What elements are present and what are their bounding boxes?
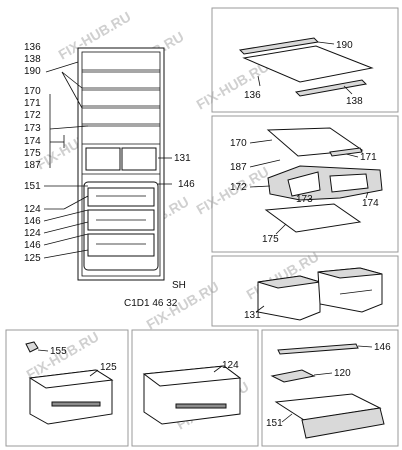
leader-line <box>213 365 223 373</box>
drawer-125 <box>25 341 114 425</box>
callout-125: 125 <box>24 253 41 264</box>
panel-drawer-151 <box>261 329 399 447</box>
crisper-cover-assembly <box>264 127 383 233</box>
leader-line <box>89 369 99 377</box>
callout-170: 170 <box>24 86 41 97</box>
model-code: SH <box>172 280 186 291</box>
leader-line <box>345 153 359 158</box>
callout-138: 138 <box>346 96 363 107</box>
callout-151: 151 <box>266 418 283 429</box>
callout-173: 173 <box>296 194 313 205</box>
callout-146: 146 <box>24 216 41 227</box>
callout-146: 146 <box>24 240 41 251</box>
drawer-handle <box>175 403 227 409</box>
callout-146: 146 <box>374 342 391 353</box>
callout-136: 136 <box>24 42 41 53</box>
leader-line <box>257 75 261 87</box>
leader-line <box>61 71 83 109</box>
leader-line <box>313 372 333 376</box>
shelf-glass <box>238 37 374 97</box>
callout-146: 146 <box>178 179 195 190</box>
leader-line <box>249 159 281 168</box>
diagram-part-number: C1D1 46 32 <box>124 298 178 309</box>
callout-136: 136 <box>244 90 261 101</box>
leader-line <box>317 41 335 45</box>
callout-172: 172 <box>24 110 41 121</box>
frame-insert-right <box>329 173 369 193</box>
drawer-124 <box>142 365 242 425</box>
cover-plate <box>266 127 364 157</box>
crisper-boxes <box>257 267 383 321</box>
leader-line <box>63 195 89 210</box>
drawer-handle <box>51 401 101 407</box>
panel-drawer-125 <box>5 329 129 447</box>
callout-124: 124 <box>222 360 239 371</box>
callout-124: 124 <box>24 204 41 215</box>
crisper-box-left <box>85 147 121 171</box>
leader-line <box>281 413 293 423</box>
callout-171: 171 <box>360 152 377 163</box>
callout-187: 187 <box>230 162 247 173</box>
callout-175: 175 <box>262 234 279 245</box>
freezer-drawer-1 <box>87 187 155 207</box>
fridge-inner-liner <box>81 51 161 277</box>
callout-171: 171 <box>24 98 41 109</box>
leader-line <box>255 305 265 313</box>
leader-line <box>37 349 49 352</box>
leader-line <box>365 191 369 199</box>
panel-drawer-124 <box>131 329 259 447</box>
drawer-front-trim <box>277 343 359 355</box>
leader-line <box>43 221 89 234</box>
callout-172: 172 <box>230 182 247 193</box>
leader-line <box>45 61 79 73</box>
callout-170: 170 <box>230 138 247 149</box>
box-handle <box>339 289 373 295</box>
leader-line <box>43 249 89 259</box>
drawer-clip <box>25 341 39 353</box>
cover-glass <box>264 203 362 233</box>
callout-124: 124 <box>24 228 41 239</box>
freezer-drawer-3 <box>87 233 155 257</box>
leader-line <box>61 71 83 89</box>
frame-insert-left <box>287 171 321 197</box>
leader-line <box>357 345 373 348</box>
callout-174: 174 <box>362 198 379 209</box>
callout-190: 190 <box>336 40 353 51</box>
leader-line <box>49 125 89 130</box>
leader-line <box>343 85 353 95</box>
glass-shelf <box>242 45 374 83</box>
callout-174: 174 <box>24 136 41 147</box>
drawer-front-panel <box>301 407 385 439</box>
callout-151: 151 <box>24 181 41 192</box>
leader-line <box>249 185 271 188</box>
panel-crisper-cover <box>211 115 399 253</box>
callout-155: 155 <box>50 346 67 357</box>
leader-line <box>249 139 273 144</box>
callout-190: 190 <box>24 66 41 77</box>
panel-shelf <box>211 7 399 113</box>
callout-125: 125 <box>100 362 117 373</box>
main-view-callouts: 136 138 190 170 171 172 173 174 175 187 … <box>24 42 89 264</box>
callout-131: 131 <box>174 153 191 164</box>
fridge-interior-view <box>77 47 165 281</box>
crisper-box-right <box>121 147 157 171</box>
panel-crisper-boxes <box>211 255 399 327</box>
shelf-front-trim <box>294 79 368 97</box>
box-right-rim <box>317 267 383 279</box>
drawer-151-assembly <box>270 343 385 439</box>
leader-line <box>43 233 89 246</box>
cover-strip <box>329 147 363 157</box>
callout-120: 120 <box>334 368 351 379</box>
callout-173: 173 <box>24 123 41 134</box>
callout-131: 131 <box>244 310 261 321</box>
callout-138: 138 <box>24 54 41 65</box>
ice-tray <box>270 369 316 383</box>
leader-line <box>43 209 89 222</box>
callout-187: 187 <box>24 160 41 171</box>
callout-175: 175 <box>24 148 41 159</box>
leader-line <box>275 223 287 235</box>
